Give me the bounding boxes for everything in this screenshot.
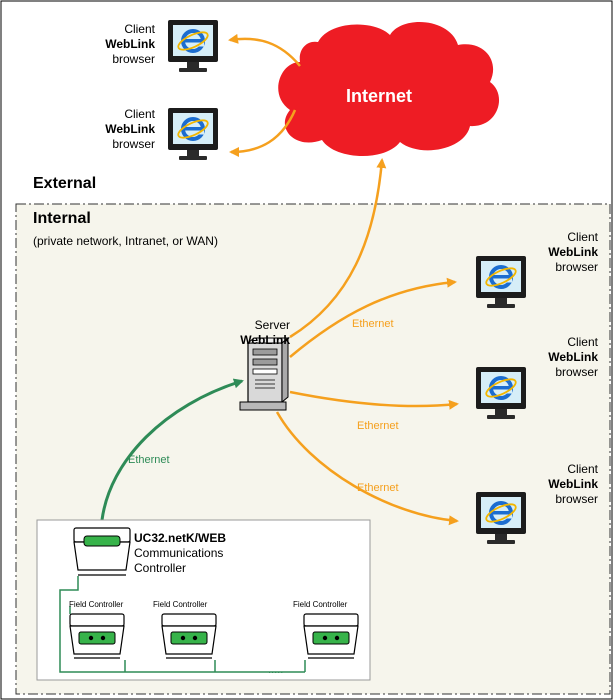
ethernet-label: Ethernet	[357, 482, 399, 494]
external-zone-label: External	[33, 175, 97, 192]
client-label-line1: Client	[124, 107, 155, 121]
ethernet-label: Ethernet	[357, 420, 399, 432]
field-controller-icon	[303, 613, 359, 659]
client-label-line2: WebLink	[105, 122, 155, 136]
field-bus-wiring	[59, 576, 306, 673]
arrow-server-to-internet	[289, 158, 387, 339]
client-monitor-icon	[166, 106, 220, 162]
client-label: Client WebLink browser	[85, 107, 155, 152]
field-controller-label: Field Controller	[153, 600, 208, 609]
bus-continuation-dots: .....	[268, 664, 284, 676]
arrow-cloud-to-client-2	[229, 109, 297, 157]
arrow-cloud-to-client-1	[228, 33, 301, 67]
internal-zone-subtitle: (private network, Intranet, or WAN)	[33, 234, 218, 248]
arrow-controller-to-server	[100, 378, 244, 521]
uc32-controller-label: UC32.netK/WEB Communications Controller	[134, 531, 226, 576]
client-label-line1: Client	[124, 22, 155, 36]
controller-label-line2: Communications	[134, 546, 224, 560]
client-label-line1: Client	[567, 230, 598, 244]
client-label-line1: Client	[567, 462, 598, 476]
client-label-line3: browser	[112, 137, 155, 151]
controller-label-line3: Controller	[134, 561, 187, 575]
server-label-line1: Server	[254, 318, 290, 332]
arrow-server-to-client-3	[289, 277, 457, 358]
client-label-line3: browser	[555, 365, 598, 379]
client-label-line1: Client	[567, 335, 598, 349]
uc32-controller-icon	[73, 527, 131, 576]
ethernet-label: Ethernet	[128, 454, 170, 466]
client-monitor-icon	[166, 18, 220, 74]
client-label-line2: WebLink	[548, 245, 598, 259]
client-label-line3: browser	[555, 492, 598, 506]
client-label-line3: browser	[112, 52, 155, 66]
server-label-line2: WebLink	[240, 333, 290, 347]
field-controller-icon	[161, 613, 217, 659]
arrow-server-to-client-4	[289, 390, 459, 410]
internet-label: Internet	[346, 86, 413, 106]
field-controller-label: Field Controller	[293, 600, 348, 609]
internet-cloud	[278, 22, 500, 157]
client-label: Client WebLink browser	[528, 230, 598, 275]
server-tower-icon	[239, 336, 290, 411]
arrow-server-to-client-5	[275, 411, 459, 526]
client-label-line3: browser	[555, 260, 598, 274]
client-label: Client WebLink browser	[528, 335, 598, 380]
ethernet-label: Ethernet	[352, 318, 394, 330]
client-label-line2: WebLink	[548, 350, 598, 364]
client-label-line2: WebLink	[105, 37, 155, 51]
controller-label-line1: UC32.netK/WEB	[134, 531, 227, 545]
client-label-line2: WebLink	[548, 477, 598, 491]
client-label: Client WebLink browser	[528, 462, 598, 507]
field-controller-label: Field Controller	[69, 600, 124, 609]
client-label: Client WebLink browser	[85, 22, 155, 67]
server-label: Server WebLink	[214, 318, 290, 348]
internal-zone-label: Internal	[33, 210, 91, 227]
field-controller-icon	[69, 613, 125, 659]
